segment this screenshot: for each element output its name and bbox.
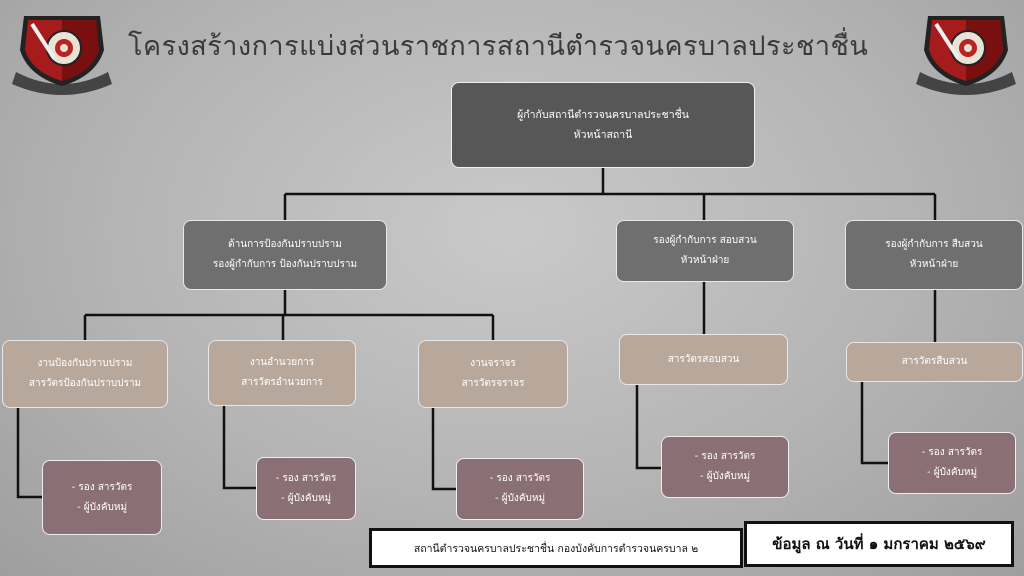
unit-traffic-name: งานจราจร bbox=[470, 358, 516, 369]
investigation-deputy-role: หัวหน้าฝ่าย bbox=[680, 255, 730, 266]
police-badge-logo-left bbox=[8, 10, 116, 102]
sub-prevention-squad-leader: - ผู้บังคับหมู่ bbox=[76, 501, 128, 513]
page-title: โครงสร้างการแบ่งส่วนราชการสถานีตำรวจนครบ… bbox=[128, 31, 869, 62]
prevention-deputy-box: ด้านการป้องกันปราบปราม รองผู้กำกับการ ป้… bbox=[183, 220, 387, 290]
sub-admin-deputy: - รอง สารวัตร bbox=[275, 472, 337, 484]
prevention-deputy-dept: ด้านการป้องกันปราบปราม bbox=[228, 239, 342, 250]
sub-admin-squad-leader: - ผู้บังคับหมู่ bbox=[280, 492, 332, 504]
unit-investigation-inspector: สารวัตรสอบสวน bbox=[667, 353, 740, 365]
unit-traffic-box: งานจราจร สารวัตรจราจร bbox=[418, 340, 568, 408]
footer-org-label: สถานีตำรวจนครบาลประชาชื่น กองบังคับการตำ… bbox=[369, 528, 743, 568]
investigation-deputy-title: รองผู้กำกับการ สอบสวน bbox=[653, 235, 757, 246]
sub-detective-box: - รอง สารวัตร - ผู้บังคับหมู่ bbox=[888, 432, 1016, 494]
unit-traffic-inspector: สารวัตรจราจร bbox=[461, 378, 525, 389]
station-commander-role: หัวหน้าสถานี bbox=[573, 129, 633, 141]
unit-prevention-name: งานป้องกันปราบปราม bbox=[37, 358, 133, 369]
unit-admin-inspector: สารวัตรอำนวยการ bbox=[241, 377, 323, 388]
sub-prevention-deputy: - รอง สารวัตร bbox=[71, 481, 133, 493]
sub-investigation-box: - รอง สารวัตร - ผู้บังคับหมู่ bbox=[661, 436, 789, 498]
sub-investigation-deputy: - รอง สารวัตร bbox=[694, 451, 756, 462]
footer-date-text: ข้อมูล ณ วันที่ ๑ มกราคม ๒๕๖๙ bbox=[772, 535, 986, 553]
sub-investigation-squad-leader: - ผู้บังคับหมู่ bbox=[699, 471, 751, 482]
prevention-deputy-title: รองผู้กำกับการ ป้องกันปราบปราม bbox=[212, 259, 358, 270]
unit-investigation-box: สารวัตรสอบสวน bbox=[619, 334, 788, 385]
unit-admin-box: งานอำนวยการ สารวัตรอำนวยการ bbox=[208, 340, 356, 406]
station-commander-box: ผู้กำกับสถานีตำรวจนครบาลประชาชื่น หัวหน้… bbox=[451, 82, 755, 168]
police-badge-logo-right bbox=[912, 10, 1020, 102]
detective-deputy-box: รองผู้กำกับการ สืบสวน หัวหน้าฝ่าย bbox=[845, 220, 1023, 290]
detective-deputy-title: รองผู้กำกับการ สืบสวน bbox=[885, 239, 983, 250]
sub-admin-box: - รอง สารวัตร - ผู้บังคับหมู่ bbox=[256, 457, 356, 520]
footer-date-label: ข้อมูล ณ วันที่ ๑ มกราคม ๒๕๖๙ bbox=[744, 521, 1014, 567]
unit-detective-inspector: สารวัตรสืบสวน bbox=[901, 356, 968, 367]
footer-org-text: สถานีตำรวจนครบาลประชาชื่น กองบังคับการตำ… bbox=[413, 542, 699, 555]
sub-prevention-box: - รอง สารวัตร - ผู้บังคับหมู่ bbox=[42, 460, 162, 535]
unit-prevention-box: งานป้องกันปราบปราม สารวัตรป้องกันปราบปรา… bbox=[2, 340, 168, 408]
unit-admin-name: งานอำนวยการ bbox=[249, 357, 315, 368]
sub-traffic-box: - รอง สารวัตร - ผู้บังคับหมู่ bbox=[456, 458, 584, 520]
detective-deputy-role: หัวหน้าฝ่าย bbox=[909, 259, 959, 270]
unit-detective-box: สารวัตรสืบสวน bbox=[846, 342, 1023, 382]
station-commander-title: ผู้กำกับสถานีตำรวจนครบาลประชาชื่น bbox=[517, 109, 689, 121]
investigation-deputy-box: รองผู้กำกับการ สอบสวน หัวหน้าฝ่าย bbox=[616, 220, 794, 282]
unit-prevention-inspector: สารวัตรป้องกันปราบปราม bbox=[28, 378, 142, 389]
sub-detective-squad-leader: - ผู้บังคับหมู่ bbox=[926, 467, 978, 478]
sub-traffic-squad-leader: - ผู้บังคับหมู่ bbox=[494, 493, 546, 504]
sub-detective-deputy: - รอง สารวัตร bbox=[921, 447, 983, 458]
sub-traffic-deputy: - รอง สารวัตร bbox=[489, 473, 551, 484]
